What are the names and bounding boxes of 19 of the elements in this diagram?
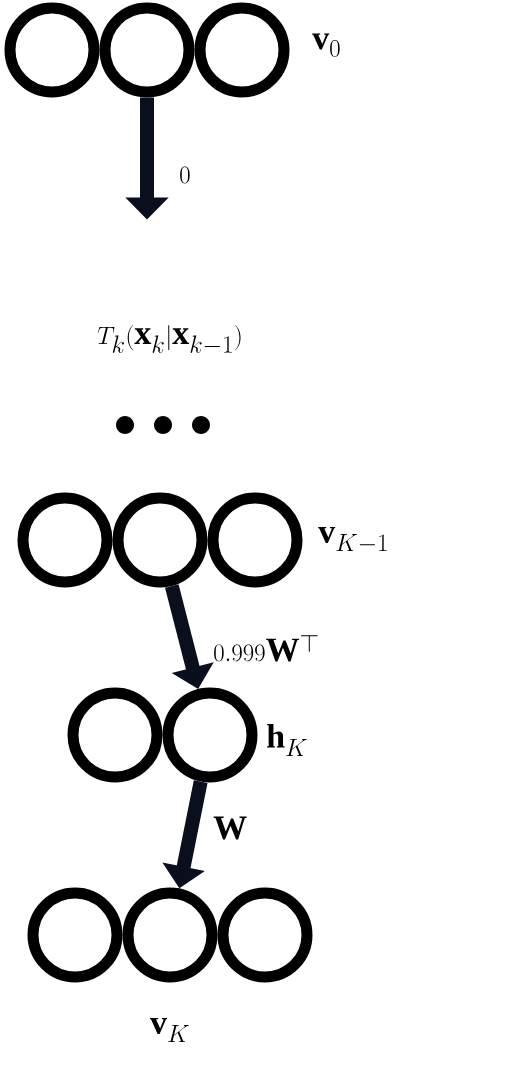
edge-label: $0.999\mathbf{W}^\top$ <box>214 635 318 662</box>
neuron-circle <box>99 2 195 98</box>
math-label: $T_k(\mathbf{x}_k|\mathbf{x}_{k-1})$ <box>97 325 241 353</box>
math-label: $\mathbf{v}_0$ <box>312 33 340 57</box>
math-label: $\mathbf{v}_K$ <box>150 1018 189 1042</box>
edge-label: $0$ <box>180 166 190 184</box>
neuron-circle <box>122 887 218 983</box>
neuron-circle <box>162 687 258 783</box>
neuron-circle <box>112 492 208 588</box>
neuron-circle <box>17 492 113 588</box>
neuron-circle <box>4 2 100 98</box>
math-label: $\mathbf{v}_{K-1}$ <box>318 526 387 551</box>
edge-label: $\mathbf{W}$ <box>213 816 247 840</box>
math-label: $\mathbf{h}_K$ <box>267 724 307 756</box>
neuron-circle <box>194 2 290 98</box>
neuron-circle <box>217 887 313 983</box>
neuron-circle <box>27 887 123 983</box>
neuron-circle <box>207 492 303 588</box>
neuron-circle <box>67 687 163 783</box>
